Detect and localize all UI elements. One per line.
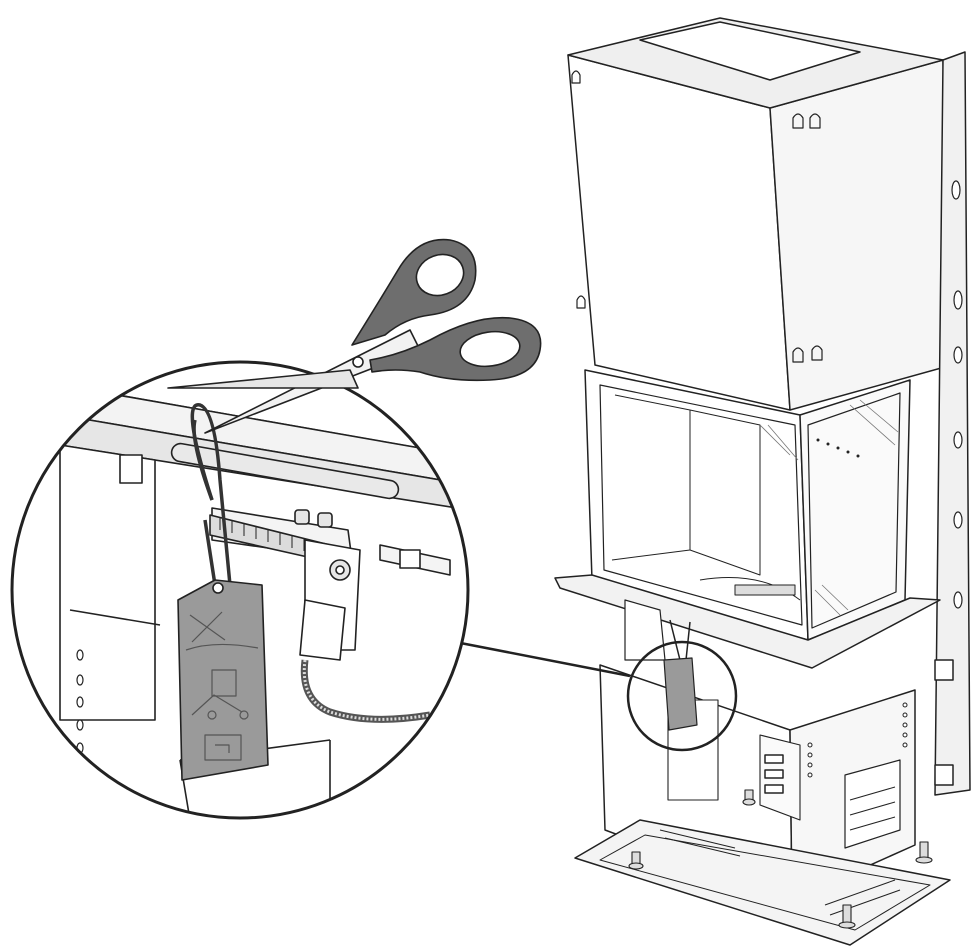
keyhole-slots [571, 70, 823, 363]
detail-callout-circle [626, 640, 738, 752]
housing-right-face [769, 59, 953, 411]
scissors-icon [167, 238, 542, 434]
side-rail [934, 51, 971, 796]
floor-plate [574, 819, 951, 946]
leveling-feet [628, 789, 933, 929]
callout-connector [444, 638, 631, 678]
tag-icon [177, 579, 269, 781]
zoom-detail [10, 360, 470, 820]
housing-left-face [567, 54, 791, 411]
stove-unit [554, 17, 971, 946]
shelf-plate [554, 574, 941, 669]
small-tag [663, 657, 698, 731]
firebox-side [799, 379, 911, 641]
